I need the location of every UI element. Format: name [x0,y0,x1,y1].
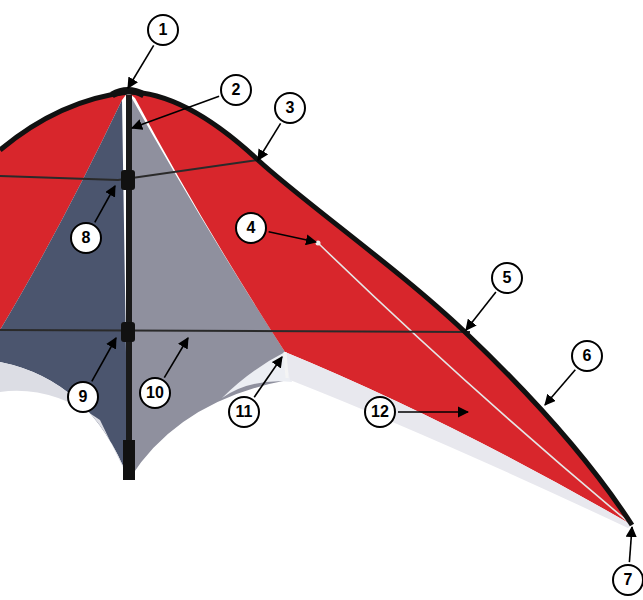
callout-number: 1 [159,21,168,39]
callout-circle: 5 [491,262,523,294]
callout-number: 9 [79,388,88,406]
callout-number: 6 [583,347,592,365]
callout-number: 5 [503,269,512,287]
callout-circle: 3 [274,92,306,124]
callout-circle: 7 [612,564,643,596]
callout-number: 4 [247,219,256,237]
callout-circle: 12 [364,396,396,428]
callout-circle: 11 [228,396,260,428]
callout-circle: 1 [147,14,179,46]
callout-circle: 6 [571,340,603,372]
callout-number: 11 [236,403,253,421]
callout-circle: 10 [139,377,171,409]
callout-number: 10 [146,384,164,402]
callout-circle: 2 [220,74,252,106]
callout-circle: 8 [70,222,102,254]
callout-circle: 4 [235,212,267,244]
callout-number: 2 [232,81,241,99]
callout-number: 3 [286,99,295,117]
callout-circle: 9 [67,381,99,413]
leader-arrows [92,45,632,562]
callout-number: 7 [624,571,633,589]
callout-number: 8 [82,229,91,247]
callout-number: 12 [371,403,389,421]
